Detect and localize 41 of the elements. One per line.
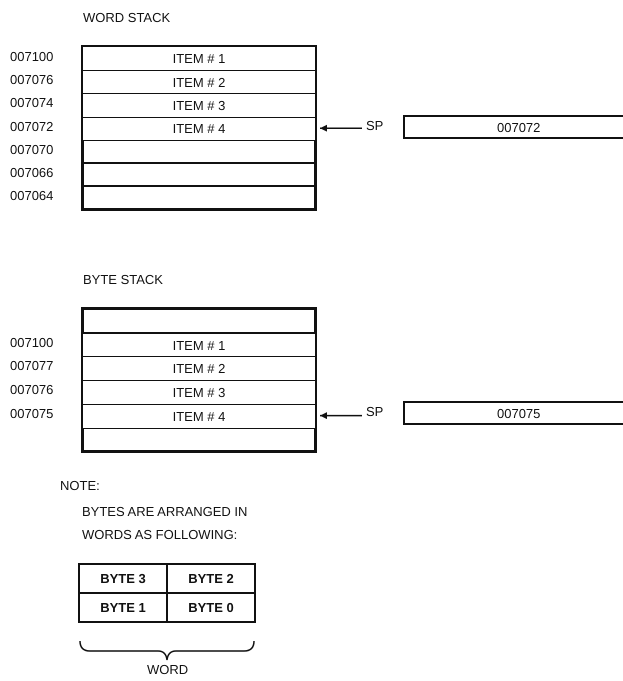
arrow — [320, 412, 362, 420]
empty-cell — [83, 140, 315, 163]
byte-cell: BYTE 1 — [78, 592, 168, 623]
byte-cell: BYTE 3 — [78, 563, 168, 594]
empty-cell — [83, 163, 315, 186]
empty-cell — [83, 309, 315, 333]
register-box: 007072 — [403, 115, 623, 139]
item-cell: ITEM # 3 — [83, 380, 315, 404]
address-label: 007075 — [10, 406, 54, 421]
byte-cell: BYTE 0 — [166, 592, 256, 623]
note-text: BYTES ARE ARRANGED IN WORDS AS FOLLOWING: — [82, 503, 248, 544]
item-cell: ITEM # 1 — [83, 332, 315, 356]
byte-cell: BYTE 2 — [166, 563, 256, 594]
item-cell: ITEM # 4 — [83, 116, 315, 140]
item-cell: ITEM # 4 — [83, 404, 315, 428]
empty-cell — [83, 428, 315, 452]
register-box: 007075 — [403, 401, 623, 425]
address-label: 007076 — [10, 382, 54, 398]
address-label: 007064 — [10, 188, 54, 204]
address-label: 007072 — [10, 118, 54, 134]
item-cell: ITEM # 2 — [83, 356, 315, 380]
stack-diagram — [81, 272, 317, 454]
note-heading: NOTE: — [60, 478, 100, 493]
item-cell: ITEM # 1 — [83, 47, 315, 70]
arrow — [320, 124, 362, 132]
pointer-label: SP — [366, 118, 384, 133]
stack-heading: WORD STACK — [83, 10, 170, 25]
address-label: 007077 — [10, 358, 54, 374]
address-label: 007076 — [10, 72, 54, 88]
address-label: 007074 — [10, 95, 54, 110]
pointer-label: SP — [366, 404, 384, 419]
word-label: WORD — [147, 662, 188, 677]
stack-heading: BYTE STACK — [83, 272, 163, 287]
stack-diagram — [81, 10, 317, 212]
item-cell: ITEM # 2 — [83, 70, 315, 94]
address-label: 007100 — [10, 334, 54, 350]
empty-cell — [83, 186, 315, 210]
item-cell: ITEM # 3 — [83, 93, 315, 117]
address-label: 007066 — [10, 165, 54, 180]
address-label: 007070 — [10, 142, 54, 157]
address-label: 007100 — [10, 49, 54, 64]
